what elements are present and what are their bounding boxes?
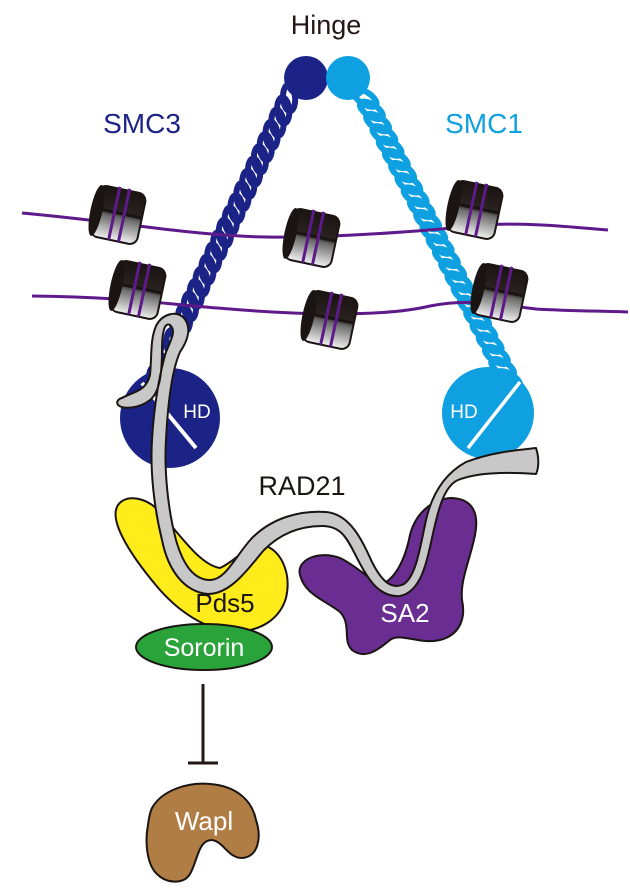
nucleosome (108, 259, 167, 320)
sororin-label: Sororin (164, 634, 245, 662)
smc1-head-label: HD (450, 402, 477, 423)
smc3-hinge-domain (284, 56, 328, 100)
sa2-label: SA2 (380, 598, 429, 628)
smc1-label: SMC1 (445, 108, 523, 139)
wapl-label: Wapl (175, 806, 233, 836)
nucleosome (300, 289, 359, 350)
smc1-hinge-domain (326, 56, 370, 100)
hinge-label: Hinge (291, 10, 362, 40)
rad21-label: RAD21 (258, 471, 345, 501)
rad21-kleisin (116, 312, 540, 598)
nucleosome (88, 184, 147, 245)
smc3-label: SMC3 (103, 108, 181, 139)
smc3-head-label: HD (183, 402, 210, 423)
smc1-head-domain (442, 367, 534, 459)
wapl-protein (145, 782, 260, 883)
nucleosome (470, 262, 529, 323)
smc1-head-slash (466, 380, 522, 450)
nucleosome (445, 179, 504, 240)
nucleosome (282, 207, 341, 268)
sororin-protein (135, 623, 273, 671)
